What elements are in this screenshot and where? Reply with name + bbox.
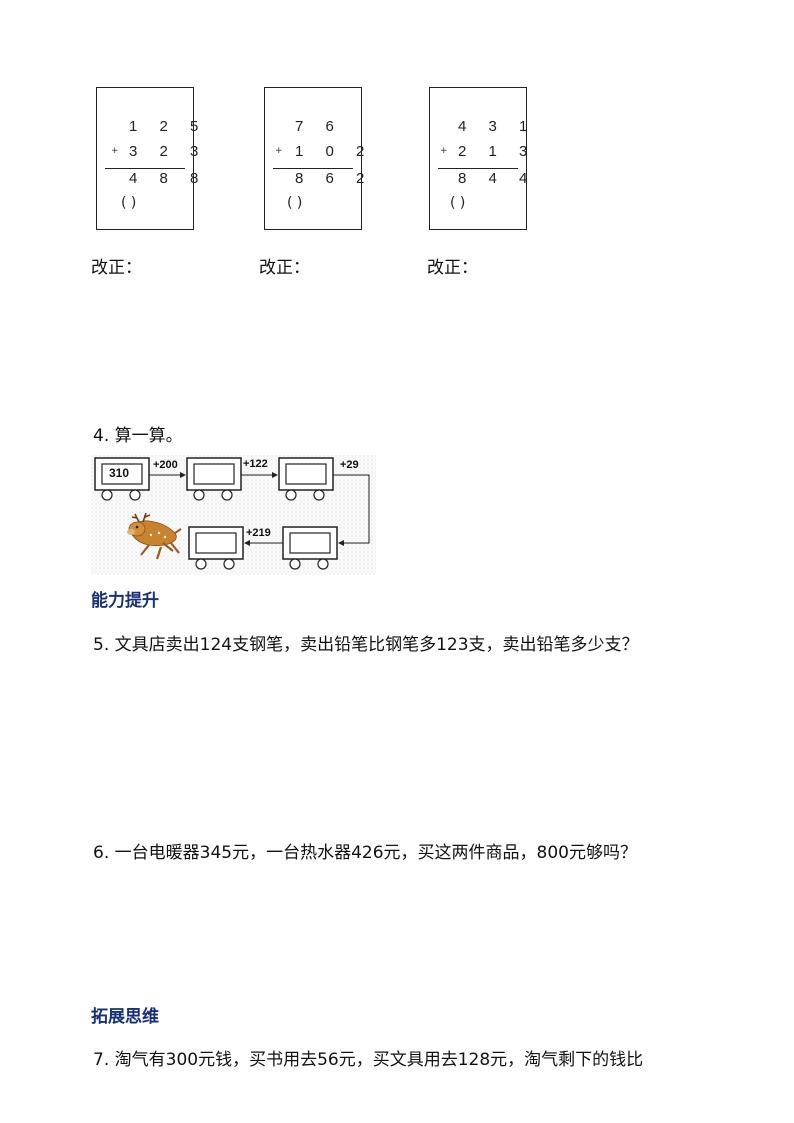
step-label-3: +29 [340, 459, 359, 471]
deer-icon [127, 512, 182, 560]
train-cart-3 [278, 457, 334, 501]
train-cart-4 [282, 526, 338, 570]
judge-parentheses[interactable]: ( ) [450, 195, 466, 211]
sum-result: 8 6 2 [295, 170, 374, 187]
correction-label-3: 改正： [427, 258, 478, 278]
question-7: 7. 淘气有300元钱，买书用去56元，买文具用去128元，淘气剩下的钱比 [93, 1050, 644, 1070]
sum-line [438, 168, 518, 169]
train-calculation-figure: 310 +200 +122 +29 +219 [91, 455, 376, 575]
sum-result: 4 8 8 [129, 170, 208, 187]
addend-bottom: 1 0 2 [295, 143, 374, 160]
correction-label-1: 改正： [91, 258, 142, 278]
step-label-1: +200 [153, 459, 178, 471]
judge-parentheses[interactable]: ( ) [121, 195, 137, 211]
section-heading-extension: 拓展思维 [91, 1007, 159, 1027]
vertical-addition-2: 7 6 + 1 0 2 8 6 2 ( ) [264, 87, 364, 230]
question-5: 5. 文具店卖出124支钢笔，卖出铅笔比钢笔多123支，卖出铅笔多少支？ [93, 635, 639, 655]
addend-top: 1 2 5 [129, 118, 208, 135]
plus-sign: + [440, 146, 448, 156]
question-4-title: 4. 算一算。 [93, 426, 183, 446]
question-6: 6. 一台电暖器345元，一台热水器426元，买这两件商品，800元够吗？ [93, 843, 637, 863]
train-cart-5 [188, 526, 244, 570]
addend-top: 7 6 [295, 118, 343, 135]
judge-parentheses[interactable]: ( ) [287, 195, 303, 211]
plus-sign: + [111, 146, 119, 156]
sum-line [105, 168, 185, 169]
addend-top: 4 3 1 [458, 118, 537, 135]
train-cart-1 [94, 457, 150, 501]
correction-label-2: 改正： [259, 258, 310, 278]
train-cart-2 [186, 457, 242, 501]
start-value: 310 [109, 466, 130, 480]
step-label-2: +122 [243, 458, 268, 470]
addend-bottom: 2 1 3 [458, 143, 537, 160]
vertical-addition-1: 1 2 5 + 3 2 3 4 8 8 ( ) [96, 87, 198, 230]
vertical-addition-3: 4 3 1 + 2 1 3 8 4 4 ( ) [429, 87, 527, 230]
section-heading-ability: 能力提升 [91, 591, 159, 611]
step-label-4: +219 [246, 527, 271, 539]
sum-line [273, 168, 353, 169]
sum-result: 8 4 4 [458, 170, 537, 187]
plus-sign: + [275, 146, 283, 156]
addend-bottom: 3 2 3 [129, 143, 208, 160]
